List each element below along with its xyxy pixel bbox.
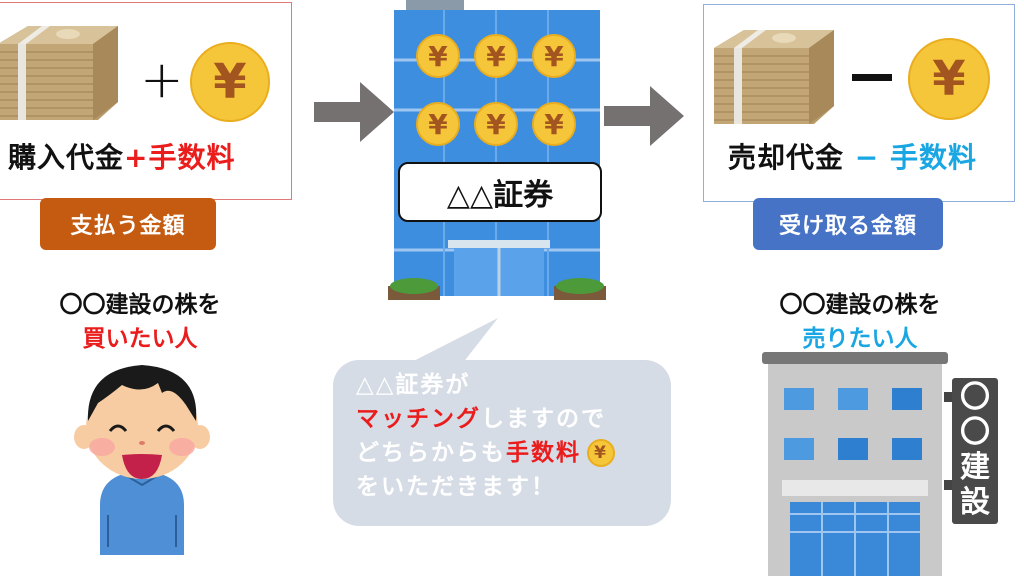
- bubble-line2: マッチングしますので: [356, 402, 676, 436]
- sale-price-label: 売却代金: [728, 141, 845, 174]
- matching-highlight: マッチング: [356, 406, 481, 432]
- company-building-icon: [762, 352, 998, 576]
- arrow-right-icon: [314, 82, 394, 142]
- fee-highlight: 手数料: [506, 440, 581, 466]
- buyer-person-icon: [74, 365, 210, 555]
- arrow-right-icon: [604, 86, 684, 146]
- plus-operator: +: [140, 50, 184, 110]
- company-sign-char: 建: [960, 450, 990, 485]
- purchase-price-label: 購入代金: [8, 141, 125, 174]
- bubble-line4: をいただきます！: [356, 474, 556, 500]
- yen-coin-icon: ¥: [474, 34, 518, 78]
- payment-amount-badge: 支払う金額: [40, 198, 216, 250]
- bubble-line3: どちらからも手数料¥: [356, 436, 676, 470]
- yen-coin-icon: ¥: [416, 102, 460, 146]
- company-sign: 〇 〇 建 設: [952, 380, 998, 520]
- speech-bubble-text: △△証券が マッチングしますので どちらからも手数料¥ をいただきます！: [356, 368, 676, 504]
- minus-sign: −: [854, 141, 880, 174]
- yen-coin-icon: ¥: [532, 34, 576, 78]
- company-sign-char: 〇: [960, 380, 990, 415]
- receive-amount-badge: 受け取る金額: [753, 198, 943, 250]
- yen-coin-icon: ¥: [532, 102, 576, 146]
- buyer-formula: 購入代金+手数料: [8, 136, 236, 176]
- minus-operator: −: [852, 74, 892, 81]
- fee-label: 手数料: [889, 141, 977, 174]
- company-sign-char: 〇: [960, 415, 990, 450]
- bubble-line3-start: どちらからも: [356, 440, 506, 466]
- bubble-line2-rest: しますので: [481, 406, 606, 432]
- seller-formula: 売却代金 − 手数料: [728, 136, 977, 176]
- yen-coin-icon: ¥: [416, 34, 460, 78]
- buyer-caption-line2: 買いたい人: [82, 326, 198, 352]
- seller-caption-line2: 売りたい人: [802, 326, 918, 352]
- securities-sign: △△証券: [398, 162, 602, 222]
- seller-caption: 〇〇建設の株を 売りたい人: [740, 288, 980, 356]
- yen-coin-icon: ¥: [190, 42, 270, 122]
- yen-coin-icon: ¥: [474, 102, 518, 146]
- yen-coin-icon: ¥: [587, 439, 615, 467]
- speech-bubble: [333, 360, 671, 526]
- money-stack-icon: [714, 30, 834, 124]
- speech-bubble-tail: [390, 318, 498, 373]
- buyer-caption: 〇〇建設の株を 買いたい人: [0, 288, 280, 356]
- yen-coin-icon: ¥: [908, 38, 990, 120]
- seller-caption-line1: 〇〇建設の株を: [779, 292, 941, 318]
- money-stack-icon: [0, 26, 118, 120]
- bubble-line1: △△証券が: [356, 372, 471, 398]
- buyer-caption-line1: 〇〇建設の株を: [59, 292, 221, 318]
- company-sign-char: 設: [960, 485, 990, 520]
- plus-sign: +: [124, 141, 149, 174]
- fee-label: 手数料: [148, 141, 236, 174]
